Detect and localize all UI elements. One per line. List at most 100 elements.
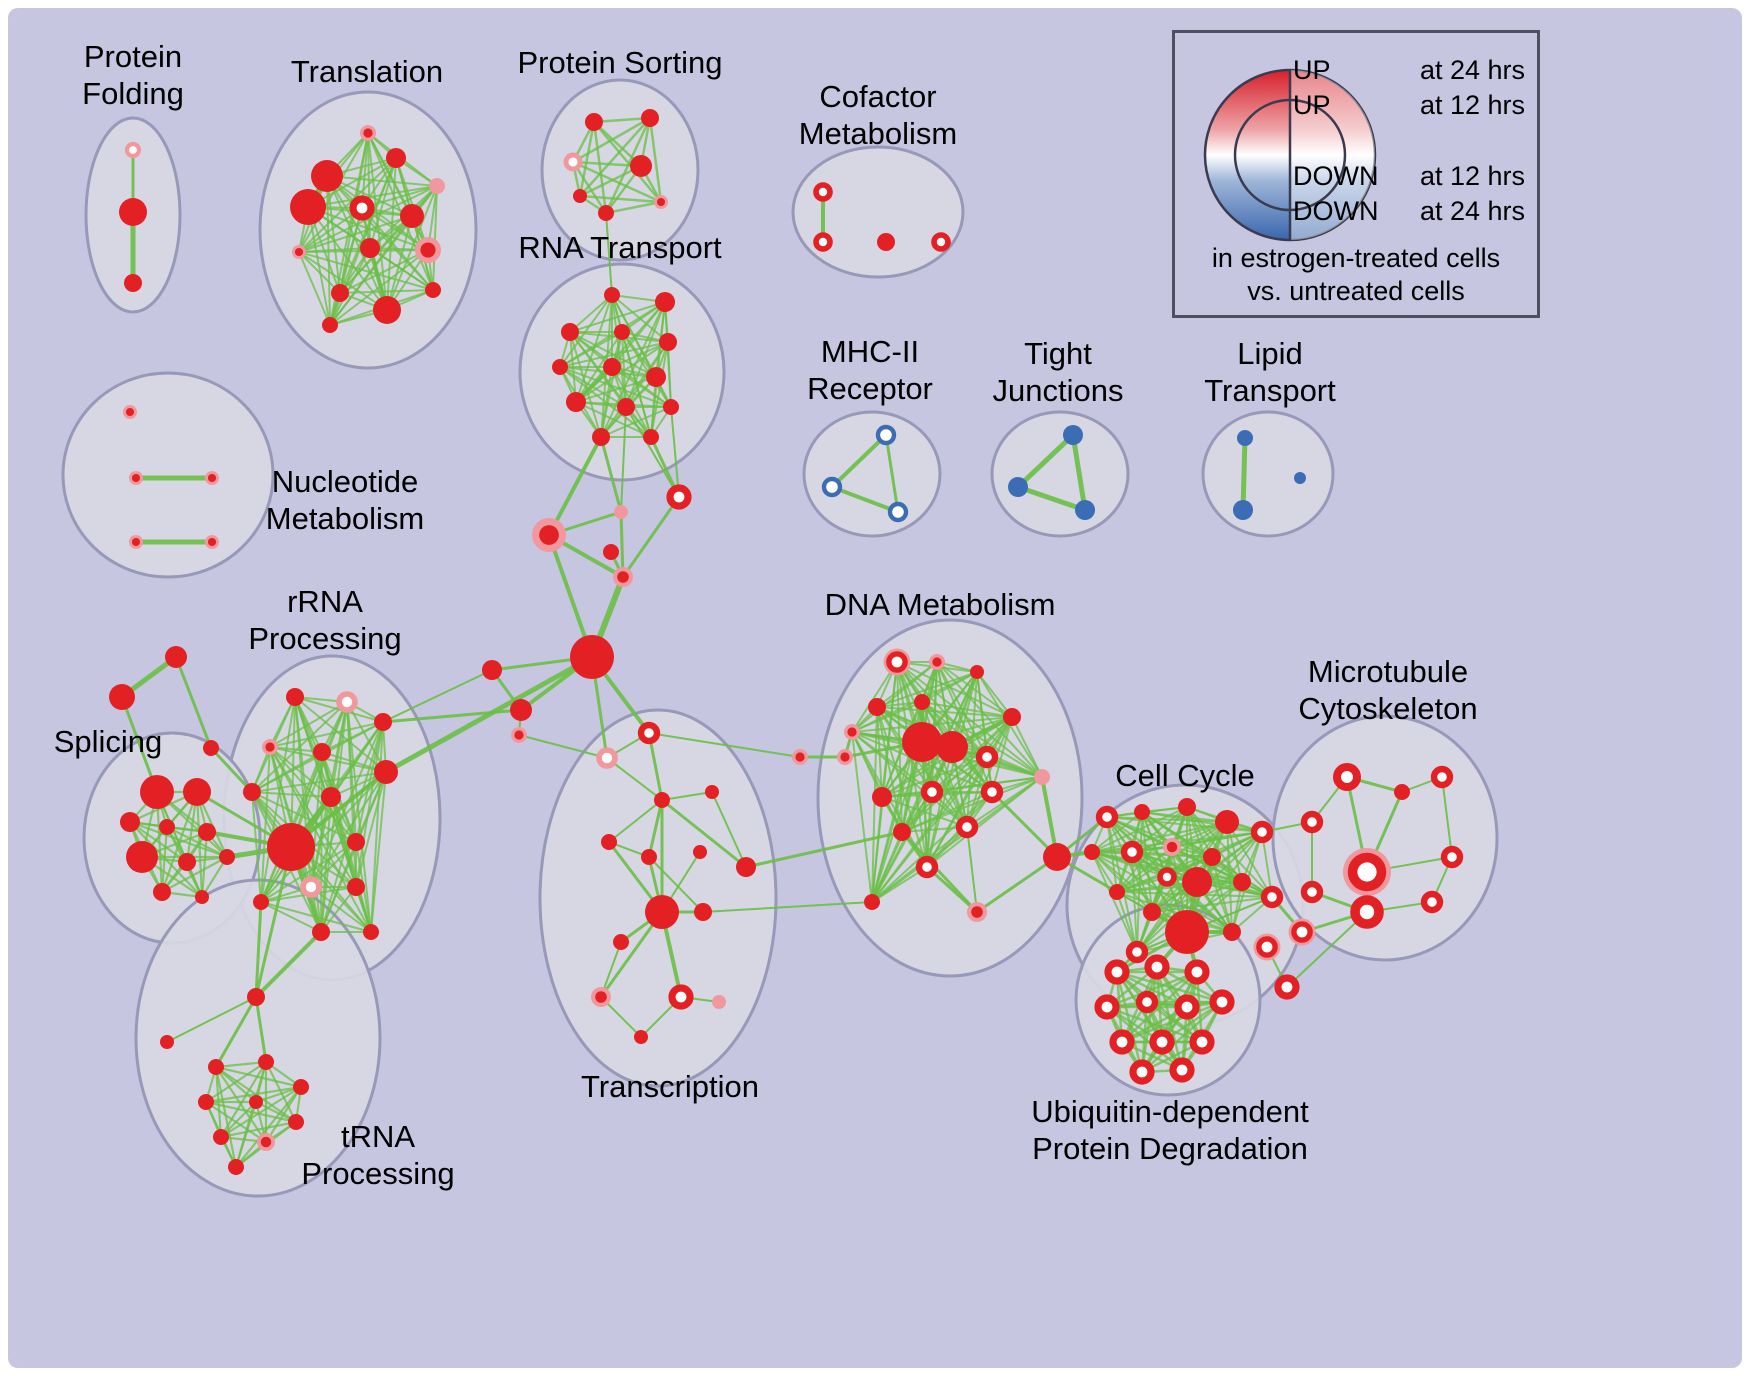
network-edge: [320, 886, 357, 933]
network-node-core-nm1: [125, 407, 135, 417]
network-node-c13: [1260, 885, 1284, 909]
network-edge: [128, 820, 229, 859]
network-node-u6: [1174, 994, 1200, 1020]
network-edge: [578, 164, 643, 198]
network-node-c14: [1109, 884, 1125, 900]
network-node-t4: [429, 178, 445, 194]
network-edge: [620, 406, 627, 513]
network-node-u12: [1169, 1057, 1195, 1083]
network-edge: [611, 341, 669, 368]
cluster-label-trna-processing: Processing: [301, 1156, 454, 1191]
network-edge: [876, 706, 1013, 718]
network-node-c19: [1256, 936, 1278, 958]
cluster-label-cofactor-metabolism: Cofactor: [819, 79, 936, 114]
network-node-r5: [313, 743, 331, 761]
network-node-tj1: [1063, 425, 1083, 445]
network-node-rt11: [663, 399, 679, 415]
legend-direction-label: DOWN: [1293, 196, 1379, 226]
network-edge: [326, 175, 438, 187]
network-edge: [1116, 846, 1173, 893]
network-edge: [559, 331, 623, 368]
network-edge: [355, 721, 384, 888]
network-edge: [1106, 816, 1228, 823]
network-edge: [571, 160, 643, 168]
network-edge: [991, 716, 1013, 793]
network-node-r10: [347, 833, 365, 851]
network-edge: [1240, 435, 1248, 513]
network-node-d4: [868, 698, 886, 716]
network-node-rt1: [604, 287, 620, 303]
network-node-r14: [312, 923, 330, 941]
network-edge: [1091, 806, 1188, 853]
network-edge: [298, 157, 397, 253]
network-edge: [251, 771, 387, 793]
network-edge: [1070, 432, 1088, 513]
network-node-core-x10: [840, 752, 850, 762]
network-edge: [369, 247, 434, 291]
network-edge: [214, 1065, 238, 1169]
network-node-tr13: [712, 995, 726, 1009]
network-edge: [251, 751, 323, 793]
network-node-m8: [1350, 895, 1384, 929]
cluster-ellipse-tight-junctions: [990, 410, 1130, 538]
network-node-u4: [1094, 994, 1120, 1020]
network-node-core-x3: [539, 525, 559, 545]
network-edge: [1286, 911, 1368, 988]
network-node-c4: [1215, 810, 1239, 834]
network-edge: [382, 669, 493, 723]
network-edge: [214, 1060, 268, 1069]
network-node-r6: [374, 760, 398, 784]
network-node-lt2: [1233, 500, 1253, 520]
network-node-s4: [159, 819, 175, 835]
network-edge: [1091, 851, 1153, 913]
network-edge: [219, 1120, 298, 1139]
network-node-s2: [183, 778, 211, 806]
network-edge: [219, 1100, 258, 1139]
network-edge: [611, 366, 672, 408]
network-edge: [599, 910, 664, 999]
network-node-rt6: [552, 359, 568, 375]
network-node-core-x9: [795, 752, 805, 762]
network-edge: [876, 671, 978, 708]
network-node-m1: [1333, 763, 1361, 791]
network-edge: [214, 995, 258, 1069]
network-node-s10: [195, 890, 209, 904]
network-node-d11: [872, 787, 892, 807]
network-edge: [251, 791, 357, 843]
network-edge: [619, 510, 625, 579]
network-edge: [702, 901, 873, 913]
network-edge: [569, 331, 602, 438]
network-node-tr1: [637, 721, 661, 745]
network-node-tr6: [641, 849, 657, 865]
network-node-tn8: [288, 1114, 304, 1130]
network-node-r1: [286, 688, 304, 706]
network-node-t7: [400, 204, 424, 228]
network-edge: [1015, 484, 1088, 513]
network-edge: [251, 791, 262, 903]
network-node-u10: [1189, 1029, 1215, 1055]
network-node-u5: [1135, 990, 1159, 1014]
network-edge: [269, 721, 384, 748]
network-node-core-x8: [514, 730, 524, 740]
network-node-m3: [1430, 765, 1454, 789]
network-edge: [346, 701, 372, 933]
network-node-cm4: [931, 232, 951, 252]
cluster-label-nucleotide-metabolism: Nucleotide: [272, 464, 418, 499]
network-edge: [264, 1060, 298, 1124]
network-node-m6: [1347, 852, 1387, 892]
network-node-c1: [1095, 805, 1119, 829]
network-edge: [921, 701, 1043, 778]
cluster-label-microtubule-cytoskeleton: Microtubule: [1308, 654, 1468, 689]
network-edge: [1011, 716, 1043, 778]
cluster-label-translation: Translation: [291, 54, 443, 89]
network-node-rt4: [614, 324, 630, 340]
network-edge: [990, 790, 1059, 859]
network-edge: [339, 249, 429, 294]
legend-row-up-24: UP at 24 hrs: [1293, 55, 1525, 86]
network-node-m5: [1440, 845, 1464, 869]
network-node-ps5: [573, 189, 587, 203]
network-node-rt10: [617, 398, 635, 416]
network-node-tr3: [654, 792, 670, 808]
network-edge: [600, 366, 613, 438]
